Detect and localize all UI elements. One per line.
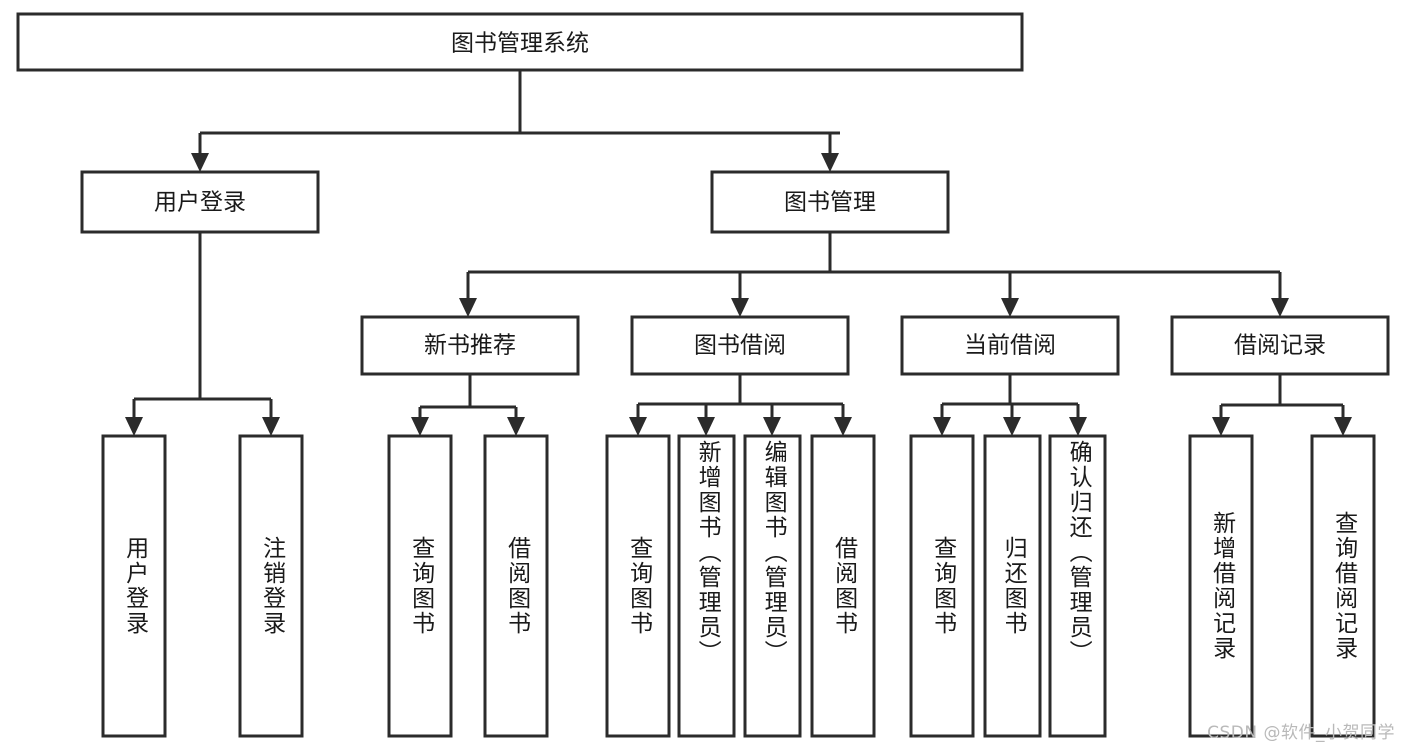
arrowhead-book-manage-records [1271, 298, 1289, 317]
arrowhead-current-borrow-leaf-3 [1069, 417, 1087, 436]
connector-group-book-borrow [629, 374, 852, 436]
connector-group-user-login [125, 232, 280, 436]
connector-group-root [191, 70, 840, 172]
arrowhead-borrow-records-leaf-2 [1334, 417, 1352, 436]
node-user-login[interactable]: 用户登录 [80, 170, 320, 234]
arrowhead-current-borrow-leaf-2 [1003, 417, 1021, 436]
node-book-manage-box[interactable] [710, 170, 950, 234]
connector-group-current-borrow [933, 374, 1087, 436]
node-book-borrow[interactable]: 图书借阅 [630, 315, 850, 376]
connector-group-borrow-records [1212, 374, 1352, 436]
node-user-login-label: 用户登录 [154, 190, 246, 216]
leaf-box-query-book-recommend[interactable] [387, 434, 453, 738]
node-borrow-records[interactable]: 借阅记录 [1170, 315, 1390, 376]
leaf-box-add-borrow-record[interactable] [1188, 434, 1254, 738]
node-root-box[interactable] [16, 12, 1024, 72]
leaf-box-query-book-borrow[interactable] [605, 434, 671, 738]
leaf-box-return-book[interactable] [983, 434, 1042, 738]
node-book-borrow-box[interactable] [630, 315, 850, 376]
node-new-book-recommend[interactable]: 新书推荐 [360, 315, 580, 376]
leaf-box-user-login[interactable] [101, 434, 167, 738]
leaf-box-borrow-book-recommend[interactable] [483, 434, 549, 738]
connector-group-book-manage [459, 232, 1289, 317]
node-borrow-records-box[interactable] [1170, 315, 1390, 376]
arrowhead-user-login-leaf-2 [262, 417, 280, 436]
arrowhead-user-login-leaf-1 [125, 417, 143, 436]
arrowhead-book-borrow-leaf-2 [697, 417, 715, 436]
arrowhead-root-to-user-login [191, 153, 209, 172]
node-current-borrow-label: 当前借阅 [964, 333, 1056, 359]
arrowhead-current-borrow-leaf-1 [933, 417, 951, 436]
node-root[interactable]: 图书管理系统 [16, 12, 1024, 72]
leaf-box-add-book-admin[interactable] [677, 434, 736, 738]
node-current-borrow[interactable]: 当前借阅 [900, 315, 1120, 376]
arrowhead-book-manage-new-book [459, 298, 477, 317]
arrowhead-book-borrow-leaf-1 [629, 417, 647, 436]
arrowhead-book-manage-borrow [731, 298, 749, 317]
arrowhead-new-book-leaf-2 [507, 417, 525, 436]
csdn-watermark: CSDN @软件_小贺同学 [1207, 723, 1395, 743]
arrowhead-book-manage-current [1001, 298, 1019, 317]
node-book-borrow-label: 图书借阅 [694, 333, 786, 359]
connector-group-new-book [411, 374, 525, 436]
node-current-borrow-box[interactable] [900, 315, 1120, 376]
node-book-manage-label: 图书管理 [784, 190, 876, 216]
node-user-login-box[interactable] [80, 170, 320, 234]
node-borrow-records-label: 借阅记录 [1234, 333, 1326, 359]
arrowhead-root-to-book-manage [821, 153, 839, 172]
arrowhead-borrow-records-leaf-1 [1212, 417, 1230, 436]
leaf-box-query-book-current[interactable] [909, 434, 975, 738]
arrowhead-new-book-leaf-1 [411, 417, 429, 436]
leaf-box-query-borrow-record[interactable] [1310, 434, 1376, 738]
leaf-box-edit-book-admin[interactable] [743, 434, 802, 738]
leaf-box-logout[interactable] [238, 434, 304, 738]
node-new-book-recommend-box[interactable] [360, 315, 580, 376]
leaf-box-borrow-book[interactable] [810, 434, 876, 738]
arrowhead-book-borrow-leaf-4 [834, 417, 852, 436]
node-root-label: 图书管理系统 [451, 31, 589, 57]
node-book-manage[interactable]: 图书管理 [710, 170, 950, 234]
arrowhead-book-borrow-leaf-3 [763, 417, 781, 436]
leaf-box-confirm-return-admin[interactable] [1048, 434, 1107, 738]
node-new-book-recommend-label: 新书推荐 [424, 333, 516, 359]
